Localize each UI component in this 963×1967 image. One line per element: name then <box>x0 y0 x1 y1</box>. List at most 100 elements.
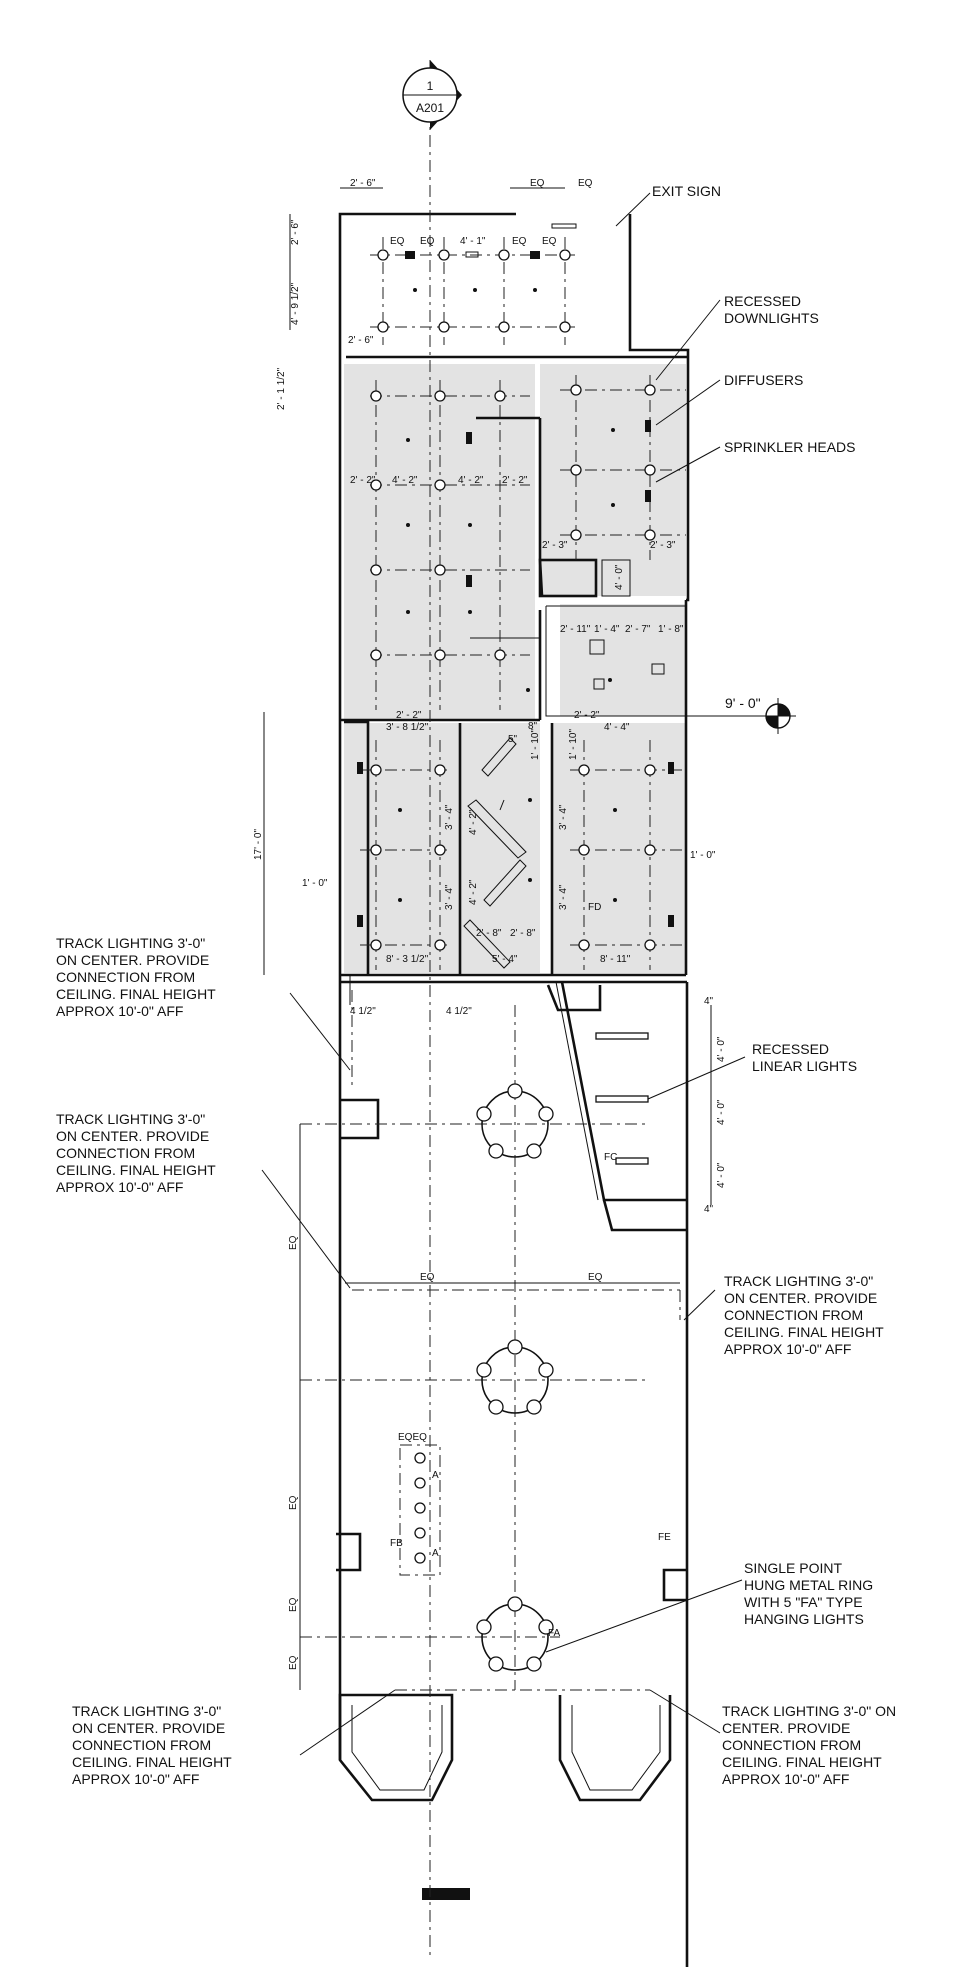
dim-4-1: 4' - 1" <box>460 236 486 247</box>
dim-eq-top-1: EQ <box>530 178 545 189</box>
dim-1-0-left: 1' - 0" <box>302 878 328 889</box>
dim-eqeq: EQEQ <box>398 1432 427 1443</box>
dim-eq-3: EQ <box>512 236 527 247</box>
svg-text:RECESSED: RECESSED <box>724 293 801 309</box>
svg-text:CONNECTION FROM: CONNECTION FROM <box>724 1307 863 1323</box>
svg-text:APPROX 10'-0" AFF: APPROX 10'-0" AFF <box>722 1771 849 1787</box>
dim-8-11: 8' - 11" <box>600 954 631 965</box>
tag-fa: FA <box>548 1628 561 1639</box>
svg-text:CONNECTION FROM: CONNECTION FROM <box>56 1145 195 1161</box>
dim-4-0-c: 4' - 0" <box>716 1162 727 1188</box>
dim-8-3-5: 8' - 3 1/2" <box>386 954 429 965</box>
svg-text:DOWNLIGHTS: DOWNLIGHTS <box>724 310 819 326</box>
dim-2-6-v: 2' - 6" <box>290 219 301 245</box>
svg-text:HANGING LIGHTS: HANGING LIGHTS <box>744 1611 864 1627</box>
dim-1-10-a: 1' - 10" <box>530 729 541 760</box>
dim-eq-v-1: EQ <box>288 1235 299 1250</box>
note-track-right-1: TRACK LIGHTING 3'-0" ON CENTER. PROVIDE … <box>724 1273 884 1357</box>
sprinkler-heads <box>398 288 617 902</box>
dim-2-2-a: 2' - 2" <box>350 475 376 486</box>
dim-5in: 5" <box>508 734 518 745</box>
svg-text:TRACK LIGHTING 3'-0" ON: TRACK LIGHTING 3'-0" ON <box>722 1703 896 1719</box>
dim-eq-v-3: EQ <box>288 1597 299 1612</box>
note-track-left-2: TRACK LIGHTING 3'-0" ON CENTER. PROVIDE … <box>56 1111 216 1195</box>
dim-4-0-b: 4' - 0" <box>716 1099 727 1125</box>
leader-lines <box>261 192 746 1756</box>
section-marker: 1 A201 <box>402 60 462 130</box>
svg-text:CONNECTION FROM: CONNECTION FROM <box>56 969 195 985</box>
dim-4-4: 4' - 4" <box>604 722 630 733</box>
dim-2-1-5: 2' - 1 1/2" <box>276 367 287 410</box>
dim-4-0-v: 4' - 0" <box>614 564 625 590</box>
annotation-notes: EXIT SIGN RECESSED DOWNLIGHTS DIFFUSERS … <box>56 183 896 1787</box>
svg-text:LINEAR LIGHTS: LINEAR LIGHTS <box>752 1058 857 1074</box>
svg-text:APPROX 10'-0" AFF: APPROX 10'-0" AFF <box>72 1771 199 1787</box>
note-sprinkler-heads: SPRINKLER HEADS <box>724 439 855 455</box>
ring-fixture-1 <box>476 1083 554 1159</box>
dim-1-8: 1' - 8" <box>658 624 684 635</box>
svg-text:CEILING. FINAL HEIGHT: CEILING. FINAL HEIGHT <box>724 1324 884 1340</box>
svg-text:APPROX 10'-0" AFF: APPROX 10'-0" AFF <box>56 1179 183 1195</box>
tag-fe: FE <box>658 1532 671 1543</box>
note-track-left-3: TRACK LIGHTING 3'-0" ON CENTER. PROVIDE … <box>72 1703 232 1787</box>
svg-text:CEILING. FINAL HEIGHT: CEILING. FINAL HEIGHT <box>56 1162 216 1178</box>
svg-text:CENTER. PROVIDE: CENTER. PROVIDE <box>722 1720 850 1736</box>
note-recessed-linear: RECESSED LINEAR LIGHTS <box>752 1041 857 1074</box>
dim-3-4-c: 3' - 4" <box>558 804 569 830</box>
dim-1-4: 1' - 4" <box>594 624 620 635</box>
svg-text:CEILING. FINAL HEIGHT: CEILING. FINAL HEIGHT <box>722 1754 882 1770</box>
dim-4-2-c: 4' - 2" <box>468 809 479 835</box>
recessed-downlights <box>370 249 656 1564</box>
svg-text:HUNG METAL RING: HUNG METAL RING <box>744 1577 873 1593</box>
svg-text:WITH 5 "FA" TYPE: WITH 5 "FA" TYPE <box>744 1594 863 1610</box>
dim-4-2-a: 4' - 2" <box>392 475 418 486</box>
dim-4-2-b: 4' - 2" <box>458 475 484 486</box>
feature-slats <box>463 737 527 969</box>
svg-text:ON CENTER. PROVIDE: ON CENTER. PROVIDE <box>56 952 209 968</box>
svg-text:ON CENTER. PROVIDE: ON CENTER. PROVIDE <box>56 1128 209 1144</box>
svg-text:ON CENTER. PROVIDE: ON CENTER. PROVIDE <box>72 1720 225 1736</box>
svg-text:APPROX 10'-0" AFF: APPROX 10'-0" AFF <box>724 1341 851 1357</box>
dim-2-6-top: 2' - 6" <box>350 178 376 189</box>
tag-a-2: A <box>432 1548 439 1559</box>
dim-2-2-d: 2' - 2" <box>574 710 600 721</box>
dim-eq-v-2: EQ <box>288 1495 299 1510</box>
dim-2-3-b: 2' - 3" <box>650 540 676 551</box>
recessed-linear-lights <box>595 1032 649 1165</box>
dim-3-4-d: 3' - 4" <box>558 884 569 910</box>
svg-text:TRACK LIGHTING 3'-0": TRACK LIGHTING 3'-0" <box>56 935 205 951</box>
dim-17-0: 17' - 0" <box>253 829 264 860</box>
dim-3-4-a: 3' - 4" <box>444 804 455 830</box>
note-single-point: SINGLE POINT HUNG METAL RING WITH 5 "FA"… <box>744 1560 873 1627</box>
dim-2-11: 2' - 11" <box>560 624 591 635</box>
dim-3-8-5: 3' - 8 1/2" <box>386 722 429 733</box>
dim-5-4: 5' - 4" <box>492 954 518 965</box>
svg-text:APPROX 10'-0" AFF: APPROX 10'-0" AFF <box>56 1003 183 1019</box>
svg-text:CEILING. FINAL HEIGHT: CEILING. FINAL HEIGHT <box>72 1754 232 1770</box>
note-diffusers: DIFFUSERS <box>724 372 803 388</box>
ring-fixture-2 <box>476 1339 554 1415</box>
tag-fc: FC <box>604 1152 617 1163</box>
dim-2-6-left: 2' - 6" <box>348 335 374 346</box>
dim-4-0-a: 4' - 0" <box>716 1036 727 1062</box>
note-track-left-1: TRACK LIGHTING 3'-0" ON CENTER. PROVIDE … <box>56 935 216 1019</box>
svg-text:SINGLE POINT: SINGLE POINT <box>744 1560 842 1576</box>
section-marker-sheet: A201 <box>416 101 444 115</box>
svg-text:TRACK LIGHTING 3'-0": TRACK LIGHTING 3'-0" <box>72 1703 221 1719</box>
diffusers <box>357 223 674 927</box>
dim-eq-mid-2: EQ <box>588 1272 603 1283</box>
svg-text:CONNECTION FROM: CONNECTION FROM <box>72 1737 211 1753</box>
tag-a-1: A <box>432 1470 439 1481</box>
dim-eq-v-4: EQ <box>288 1655 299 1670</box>
elevation-tag: 9' - 0" <box>686 695 796 734</box>
dim-eq-4: EQ <box>542 236 557 247</box>
svg-text:CEILING. FINAL HEIGHT: CEILING. FINAL HEIGHT <box>56 986 216 1002</box>
dim-4-5-a: 4 1/2" <box>350 1006 376 1017</box>
dim-2-2-c: 2' - 2" <box>396 710 422 721</box>
dim-4in-b: 4" <box>704 1204 714 1215</box>
svg-text:TRACK LIGHTING 3'-0": TRACK LIGHTING 3'-0" <box>56 1111 205 1127</box>
dim-8in: 8" <box>528 721 538 732</box>
dim-2-8-b: 2' - 8" <box>510 928 536 939</box>
dim-2-7: 2' - 7" <box>625 624 651 635</box>
